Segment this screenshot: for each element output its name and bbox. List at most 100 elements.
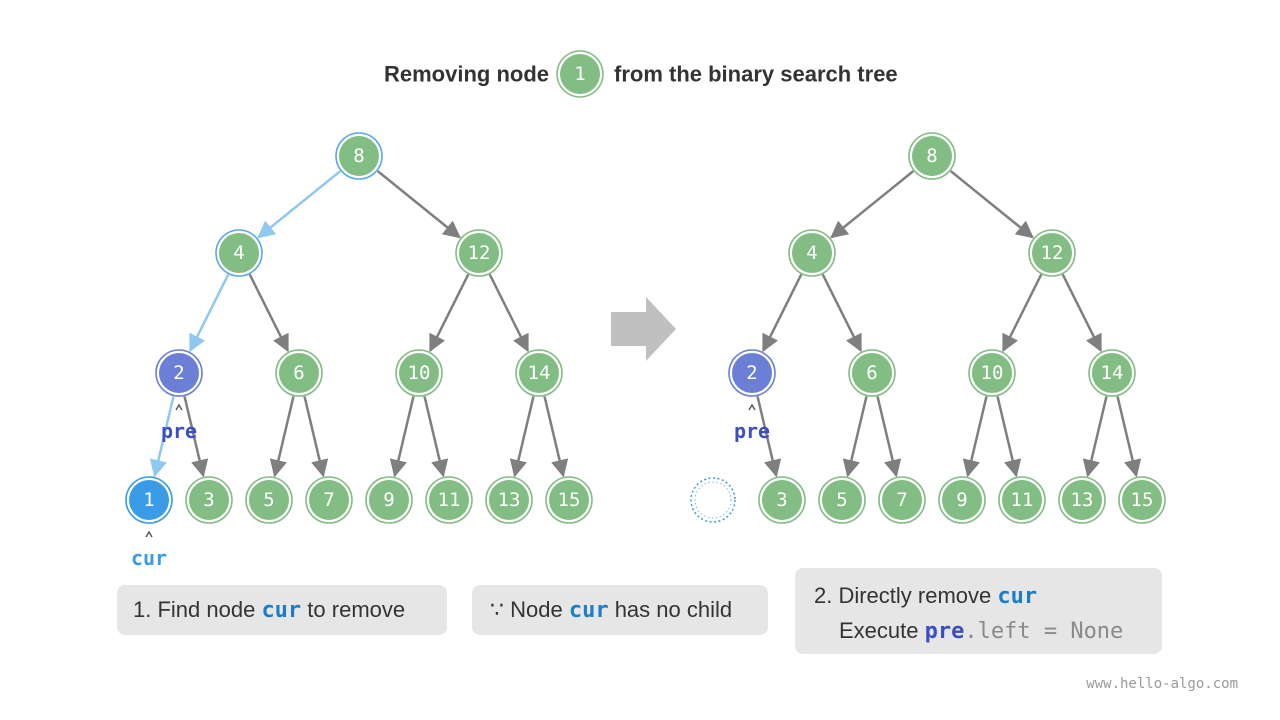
- left-node-1-label: 1: [143, 489, 154, 511]
- left-node-9-ring: [365, 476, 413, 524]
- left-edge-2-1: [149, 396, 175, 478]
- right-pointer-pre-caret-icon: [748, 403, 756, 411]
- right-node-15-ring: [1118, 476, 1166, 524]
- left-node-2-ring: [155, 349, 203, 397]
- left-node-4-circle: [219, 233, 259, 273]
- left-node-2: 2: [155, 349, 203, 397]
- right-node-3-circle: [762, 480, 802, 520]
- caption-step2: 2. Directly remove cur Execute pre.left …: [795, 568, 1162, 654]
- left-node-15-label: 15: [558, 489, 581, 511]
- right-node-4-circle: [792, 233, 832, 273]
- caption-step2-line1-code: cur: [997, 584, 1038, 609]
- left-node-2-circle: [159, 353, 199, 393]
- right-edge-12-14: [1061, 273, 1102, 353]
- left-node-15: 15: [545, 476, 593, 524]
- right-node-9: 9: [938, 476, 986, 524]
- left-node-3-label: 3: [203, 489, 214, 511]
- left-node-11: 11: [425, 476, 473, 524]
- caption-step2-line1-prefix: 2. Directly remove: [814, 583, 998, 608]
- right-removed-node-inner: [694, 481, 732, 519]
- title: Removing node 1 from the binary search t…: [384, 50, 898, 98]
- right-node-7: 7: [878, 476, 926, 524]
- right-node-6-ring: [848, 349, 896, 397]
- left-edge-14-15: [543, 396, 569, 478]
- left-edge-8-12: [376, 170, 461, 239]
- transition-arrow-icon: [611, 297, 676, 361]
- right-node-7-circle: [882, 480, 922, 520]
- left-node-12: 12: [455, 229, 503, 277]
- left-edge-14-13: [509, 396, 535, 478]
- left-node-14-ring: [515, 349, 563, 397]
- left-node-5-ring: [245, 476, 293, 524]
- left-node-10-label: 10: [408, 362, 431, 384]
- caption-step2-line2-prefix: Execute: [839, 618, 925, 643]
- right-node-10: 10: [968, 349, 1016, 397]
- right-node-5-circle: [822, 480, 862, 520]
- left-node-4: 4: [215, 229, 263, 277]
- left-node-3-ring: [185, 476, 233, 524]
- right-edge-2-3: [756, 396, 782, 478]
- caption-step1-prefix: 1. Find node: [133, 597, 262, 622]
- right-node-13: 13: [1058, 476, 1106, 524]
- left-edge-6-7: [303, 396, 329, 478]
- left-edge-2-3: [183, 396, 209, 478]
- right-node-11-label: 11: [1011, 489, 1034, 511]
- caption-reason-code: cur: [568, 598, 609, 623]
- left-pointer-cur-caret-icon: [145, 530, 153, 538]
- right-node-6-circle: [852, 353, 892, 393]
- left-node-11-label: 11: [438, 489, 461, 511]
- right-node-11-ring: [998, 476, 1046, 524]
- left-node-8-ring: [335, 132, 383, 180]
- left-edge-6-5: [269, 396, 295, 478]
- left-node-14: 14: [515, 349, 563, 397]
- right-node-9-ring: [938, 476, 986, 524]
- left-node-5-label: 5: [263, 489, 274, 511]
- left-node-7-label: 7: [323, 489, 334, 511]
- caption-step1: 1. Find node cur to remove: [117, 585, 447, 635]
- left-edge-4-2: [189, 273, 230, 353]
- right-pointer-pre-label: pre: [734, 419, 770, 443]
- caption-reason-prefix: ∵ Node: [490, 597, 569, 622]
- right-edge-8-4: [830, 170, 915, 239]
- caption-reason: ∵ Node cur has no child: [472, 585, 768, 635]
- left-node-13-ring: [485, 476, 533, 524]
- left-node-4-ring: [215, 229, 263, 277]
- left-node-1: 1: [125, 476, 173, 524]
- right-node-11: 11: [998, 476, 1046, 524]
- right-node-9-circle: [942, 480, 982, 520]
- left-edge-10-9: [389, 396, 415, 478]
- left-node-13-circle: [489, 480, 529, 520]
- left-node-6-ring: [275, 349, 323, 397]
- left-node-12-circle: [459, 233, 499, 273]
- left-node-15-circle: [549, 480, 589, 520]
- left-node-1-ring: [125, 476, 173, 524]
- right-node-8-ring: [908, 132, 956, 180]
- left-edge-4-6: [248, 273, 289, 353]
- right-node-13-circle: [1062, 480, 1102, 520]
- right-node-13-ring: [1058, 476, 1106, 524]
- caption-step1-code: cur: [261, 598, 302, 623]
- title-node-circle: [560, 54, 600, 94]
- left-node-9: 9: [365, 476, 413, 524]
- left-node-12-label: 12: [468, 242, 491, 264]
- left-node-8-circle: [339, 136, 379, 176]
- left-node-3: 3: [185, 476, 233, 524]
- caption-reason-suffix: has no child: [608, 597, 733, 622]
- right-node-1: [690, 477, 736, 523]
- left-pointer-pre-caret-icon: [175, 403, 183, 411]
- right-node-13-label: 13: [1071, 489, 1094, 511]
- title-prefix: Removing node: [384, 62, 549, 87]
- left-node-1-circle: [129, 480, 169, 520]
- right-edge-8-12: [949, 170, 1034, 239]
- right-edge-14-13: [1082, 396, 1108, 478]
- left-node-14-label: 14: [528, 362, 551, 384]
- left-node-10-ring: [395, 349, 443, 397]
- left-node-10: 10: [395, 349, 443, 397]
- right-node-12-circle: [1032, 233, 1072, 273]
- left-edge-10-11: [423, 396, 449, 478]
- right-node-14-ring: [1088, 349, 1136, 397]
- left-node-13: 13: [485, 476, 533, 524]
- left-node-11-ring: [425, 476, 473, 524]
- left-pointer-cur-label: cur: [131, 546, 167, 570]
- left-pointer-cur: cur: [131, 530, 167, 570]
